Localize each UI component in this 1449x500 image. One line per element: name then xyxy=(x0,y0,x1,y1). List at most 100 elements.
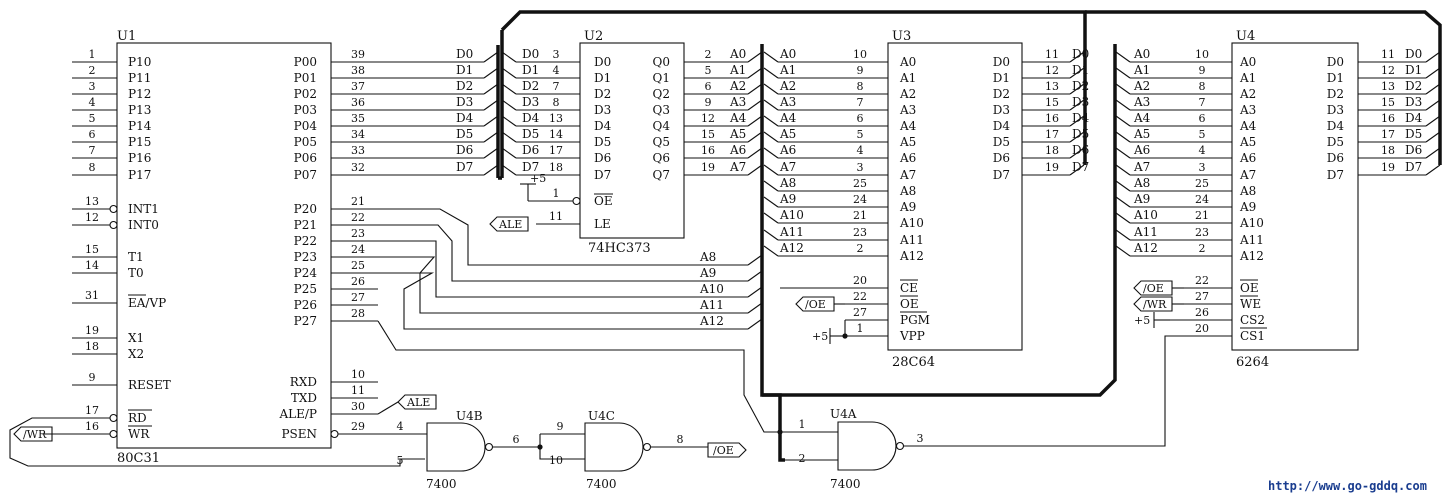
u2-Q6-net: A6 xyxy=(729,143,746,157)
addr-A11-bus-entry xyxy=(747,302,763,314)
u4-A0-bus-exit xyxy=(1115,51,1131,63)
u2-D3-net: D3 xyxy=(522,95,539,109)
u4-A8-bus-exit xyxy=(1115,180,1131,192)
u1-pin-ALE/P-label: ALE/P xyxy=(278,407,317,421)
u4b-in-b-number: 5 xyxy=(397,454,404,467)
u2-Q0-net: A0 xyxy=(729,47,746,61)
u1-pin-WR-number: 16 xyxy=(85,420,99,433)
data-D7-bus-entry xyxy=(483,164,499,176)
u1-pin-T0-number: 14 xyxy=(85,259,99,272)
u2-ale-tag xyxy=(489,216,529,232)
u4-A9-net: A9 xyxy=(1133,192,1150,206)
u1-pin-P02-label: P02 xyxy=(294,87,317,101)
u4-D0-number: 11 xyxy=(1381,48,1395,61)
data-D7-bus-exit xyxy=(501,164,517,176)
u4-A1-net: A1 xyxy=(1133,63,1150,77)
u4b-ref: U4B xyxy=(456,409,483,423)
u4-A1-bus-exit xyxy=(1115,67,1131,79)
u2-Q2-number: 6 xyxy=(705,80,712,93)
u4-D1-bus-entry xyxy=(1425,67,1441,79)
u1-pin-P06-label: P06 xyxy=(294,151,317,165)
u2-D2-number: 7 xyxy=(553,80,560,93)
u3-D2-number: 13 xyxy=(1045,80,1059,93)
u3-A5-label: A5 xyxy=(899,135,916,149)
u3-D3-label: D3 xyxy=(993,103,1010,117)
u1-pin-T1-number: 15 xyxy=(85,243,99,256)
data-D4-bus-exit xyxy=(501,115,517,127)
u4-A9-number: 24 xyxy=(1195,193,1209,206)
u4-A7-net: A7 xyxy=(1133,160,1150,174)
u3-A10-bus-exit xyxy=(763,212,779,224)
u1-INT0-bubble xyxy=(109,220,118,230)
addr-A12-wire xyxy=(378,272,748,330)
u1-pin-P01-number: 38 xyxy=(351,64,365,77)
u1-pin-X2-label: X2 xyxy=(128,347,144,361)
u3-OE-number: 22 xyxy=(853,290,867,303)
data-D3-bus-entry xyxy=(483,99,499,111)
data-D3-label: D3 xyxy=(456,95,473,109)
u4-A4-net: A4 xyxy=(1133,111,1151,125)
u1-pin-P14-number: 5 xyxy=(89,112,96,125)
u4-A8-label: A8 xyxy=(1239,184,1256,198)
u2-Q2-label: Q2 xyxy=(653,87,670,101)
u3-A2-net: A2 xyxy=(779,79,796,93)
u2-oe-vcc-label: +5 xyxy=(530,172,546,185)
u2-body xyxy=(579,42,685,239)
u3-A6-number: 4 xyxy=(857,144,864,157)
u3-ref: U3 xyxy=(892,29,911,44)
u4-A4-number: 6 xyxy=(1199,112,1206,125)
u4-WE-label: WE xyxy=(1240,297,1261,311)
addr-A6-bus-entry xyxy=(747,147,763,159)
u1-pin-P17-number: 8 xyxy=(89,161,96,174)
u1-pin-X1-label: X1 xyxy=(128,331,144,345)
u4-A10-bus-exit xyxy=(1115,212,1131,224)
u1-pin-RD-label: RD xyxy=(128,411,147,425)
u1-INT1-bubble xyxy=(109,204,118,214)
data-D4-label: D4 xyxy=(456,111,474,125)
u3-A1-label: A1 xyxy=(899,71,916,85)
u1-pin-P02-number: 37 xyxy=(351,80,365,93)
u2-Q7-number: 19 xyxy=(701,161,715,174)
u4-A11-number: 23 xyxy=(1195,226,1209,239)
u2-D5-label: D5 xyxy=(594,135,611,149)
addr-bus-bottom xyxy=(762,44,1117,397)
u3-A0-label: A0 xyxy=(899,55,916,69)
u4c-gate xyxy=(584,422,644,472)
u1-pin-P25-label: P25 xyxy=(294,282,317,296)
u3-A11-net: A11 xyxy=(779,225,804,239)
u3-A3-label: A3 xyxy=(899,103,916,117)
u3-body xyxy=(887,42,1023,351)
u4-D4-number: 16 xyxy=(1381,112,1395,125)
u3-CE-label: CE xyxy=(900,281,918,295)
u2-D0-net: D0 xyxy=(522,47,539,61)
u3-A4-net: A4 xyxy=(779,111,797,125)
u1-pin-P17-label: P17 xyxy=(128,168,151,182)
u3-A10-label: A10 xyxy=(899,216,924,230)
u3-VPP-label: VPP xyxy=(899,329,925,343)
u4-WE-number: 27 xyxy=(1195,290,1209,303)
u4-A0-number: 10 xyxy=(1195,48,1209,61)
data-D3-bus-exit xyxy=(501,99,517,111)
addr-A2-bus-entry xyxy=(747,83,763,95)
u3-D1-bus-entry xyxy=(1069,67,1085,79)
u1-body xyxy=(116,42,332,449)
u2-D0-label: D0 xyxy=(594,55,611,69)
u4c-in-b xyxy=(539,434,585,460)
u2-Q6-label: Q6 xyxy=(653,151,670,165)
u3-A5-number: 5 xyxy=(857,128,864,141)
addr-A3-bus-entry xyxy=(747,99,763,111)
u2-oe-label: OE xyxy=(594,194,613,208)
u4-D4-bus-entry xyxy=(1425,115,1441,127)
u4-A3-label: A3 xyxy=(1239,103,1256,117)
addr-A9-wire xyxy=(378,224,748,282)
data-D2-bus-exit xyxy=(501,83,517,95)
u4c-in-a-number: 9 xyxy=(557,420,564,433)
u3-A10-number: 21 xyxy=(853,209,867,222)
u3-A8-bus-exit xyxy=(763,180,779,192)
u1-pin-P01-label: P01 xyxy=(294,71,317,85)
u1-80c31-chip: U180C311P102P113P124P135P146P157P168P171… xyxy=(9,29,437,467)
u1-pin-T1-label: T1 xyxy=(128,250,144,264)
u2-oe-bubble xyxy=(572,196,581,206)
u4-D1-number: 12 xyxy=(1381,64,1395,77)
u3-D6-bus-entry xyxy=(1069,147,1085,159)
